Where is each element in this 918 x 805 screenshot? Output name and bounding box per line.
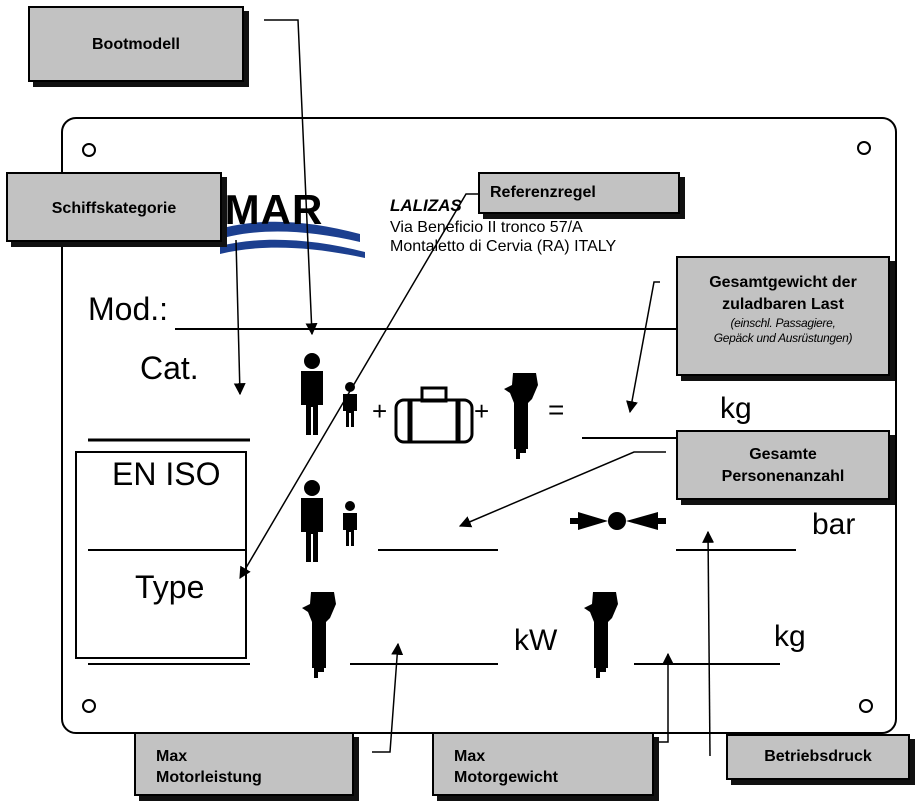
address-line-2: Montaletto di Cervia (RA) ITALY [390, 238, 617, 255]
unit-power: kW [514, 624, 558, 657]
standard-label: EN ISO [112, 456, 221, 492]
callout-max-power: Max Motorleistung [134, 732, 354, 796]
leader-operating-pressure [702, 530, 715, 757]
callout-reference-rule: Referenzregel [478, 172, 680, 214]
mounting-hole-top-left [82, 143, 96, 157]
mounting-hole-bottom-left [82, 699, 96, 713]
callout-ship-category-text: Schiffskategorie [51, 200, 177, 217]
category-label: Cat. [140, 350, 199, 386]
plus-sign-1: + [372, 396, 388, 426]
callout-total-load: Gesamtgewicht der zuladbaren Last (einsc… [676, 256, 890, 376]
callout-boat-model-text: Bootmodell [92, 36, 180, 53]
company-name: LALIZAS [390, 196, 462, 215]
mounting-hole-bottom-right [859, 699, 873, 713]
callout-max-motor-weight-line1: Max [454, 748, 486, 765]
leader-max-motor-weight [658, 652, 674, 743]
leader-boat-model [264, 19, 318, 336]
callout-total-persons-line1: Gesamte [749, 446, 817, 463]
callout-max-motor-weight: Max Motorgewicht [432, 732, 654, 796]
callout-reference-rule-text: Referenzregel [490, 184, 596, 201]
callout-max-power-line2: Motorleistung [156, 769, 262, 786]
model-label: Mod.: [88, 291, 169, 327]
mounting-hole-top-right [857, 141, 871, 155]
callout-max-motor-weight-line2: Motorgewicht [454, 769, 558, 786]
luggage-icon [394, 386, 474, 444]
callout-total-load-note2: Gepäck und Ausrüstungen) [713, 331, 853, 345]
callout-total-persons-line2: Personenanzahl [721, 468, 845, 485]
callout-max-power-line1: Max [156, 748, 188, 765]
address-line-1: Via Beneficio II tronco 57/A [390, 219, 583, 236]
brand-logo-waves [210, 221, 365, 258]
callout-operating-pressure-text: Betriebsdruck [764, 748, 872, 765]
unit-load: kg [720, 392, 752, 425]
plus-sign-2: + [474, 396, 490, 426]
leader-ship-category [233, 239, 246, 396]
callout-boat-model: Bootmodell [28, 6, 244, 82]
standard-box [75, 451, 247, 659]
leader-reference-rule [239, 193, 480, 580]
type-label: Type [135, 569, 205, 605]
unit-motor-weight: kg [774, 620, 806, 653]
callout-operating-pressure: Betriebsdruck [726, 734, 910, 780]
callout-total-persons: Gesamte Personenanzahl [676, 430, 890, 500]
leader-total-persons [458, 451, 666, 528]
leader-max-power [372, 642, 404, 753]
callout-ship-category: Schiffskategorie [6, 172, 222, 242]
callout-total-load-note1: (einschl. Passagiere, [730, 316, 836, 330]
pressure-valve-icon [570, 512, 666, 530]
unit-pressure: bar [812, 508, 856, 541]
equals-sign: = [548, 394, 565, 425]
brand-fragment: IMAR [212, 186, 324, 233]
leader-total-load [626, 281, 660, 414]
callout-total-load-line2: zuladbaren Last [722, 296, 844, 313]
callout-total-load-line1: Gesamtgewicht der [709, 274, 857, 291]
